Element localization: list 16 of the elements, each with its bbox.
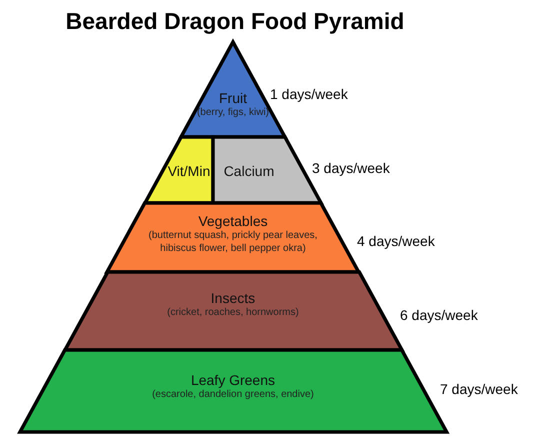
- tier-label: Calcium: [224, 163, 274, 179]
- tier-label: Vit/Min: [168, 163, 210, 179]
- pyramid-tier: [213, 137, 322, 203]
- frequency-label: 1 days/week: [270, 86, 348, 102]
- pyramid-tier: [107, 203, 359, 272]
- food-examples: (cricket, roaches, hornworms): [167, 306, 299, 319]
- tier-label: Leafy Greens: [190, 372, 276, 388]
- frequency-label: 3 days/week: [312, 160, 390, 176]
- food-examples: (butternut squash, prickly pear leaves, hibiscus flower, bell pepper okra): [147, 229, 318, 255]
- frequency-label: 7 days/week: [440, 381, 518, 397]
- tier-label: Insects: [210, 290, 256, 306]
- food-examples: (escarole, dandelion greens, endive): [152, 388, 314, 401]
- frequency-label: 4 days/week: [357, 233, 435, 249]
- title: Bearded Dragon Food Pyramid: [64, 8, 406, 35]
- frequency-label: 6 days/week: [400, 307, 478, 323]
- tier-label: Vegetables: [198, 213, 268, 229]
